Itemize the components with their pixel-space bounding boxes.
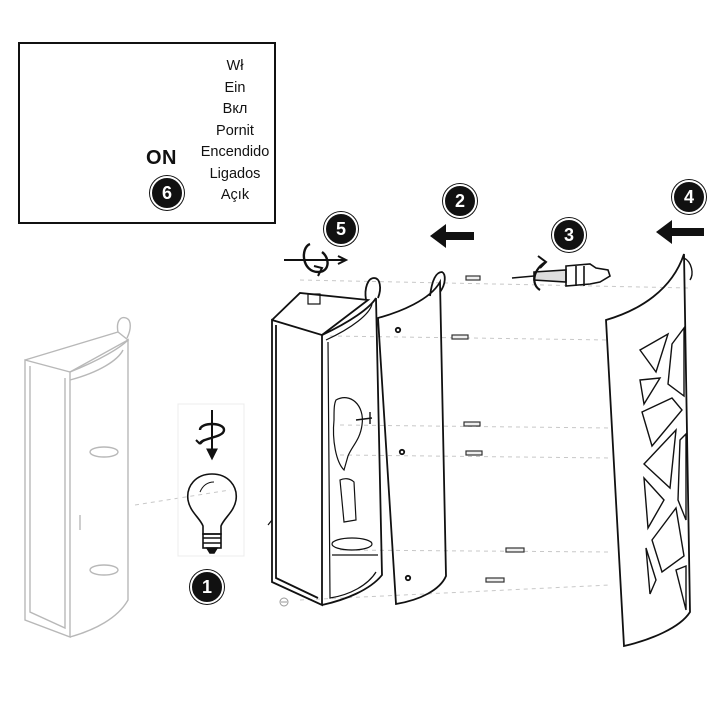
faded-lamp-housing	[24, 316, 131, 639]
bulb-icon	[187, 473, 237, 554]
on-label: ON	[146, 147, 177, 169]
language-label: Pornit	[216, 122, 254, 139]
step-badge-4: 4	[672, 180, 706, 214]
language-label: Açık	[220, 187, 250, 203]
rotate-icon	[195, 410, 226, 461]
step-badge-2: 2	[443, 184, 477, 218]
power-switch-inset	[18, 42, 276, 224]
screws	[451, 275, 525, 583]
arrow-left-icon	[656, 220, 704, 244]
language-label: Ein	[224, 79, 246, 96]
step-badge-3: 3	[552, 218, 586, 252]
step-badge-1: 1	[190, 570, 224, 604]
bulb-frame	[177, 403, 245, 557]
language-label: Wł	[226, 58, 244, 74]
step-badge-5: 5	[324, 212, 358, 246]
language-label: Ligados	[209, 165, 261, 182]
rotate-icon	[284, 242, 349, 277]
screwdriver-icon	[511, 255, 611, 291]
language-list: Wł Ein Вкл Pornit Encendido Ligados Açık	[196, 56, 274, 207]
language-label: Вкл	[222, 101, 248, 117]
diffuser-panel	[377, 271, 447, 606]
alignment-lines	[134, 279, 691, 601]
lamp-housing	[267, 277, 383, 607]
language-label: Encendido	[200, 144, 270, 160]
screw-icon	[279, 597, 289, 607]
arrow-left-icon	[430, 224, 474, 248]
decorative-shade	[605, 253, 693, 648]
step-badge-6: 6	[150, 176, 184, 210]
